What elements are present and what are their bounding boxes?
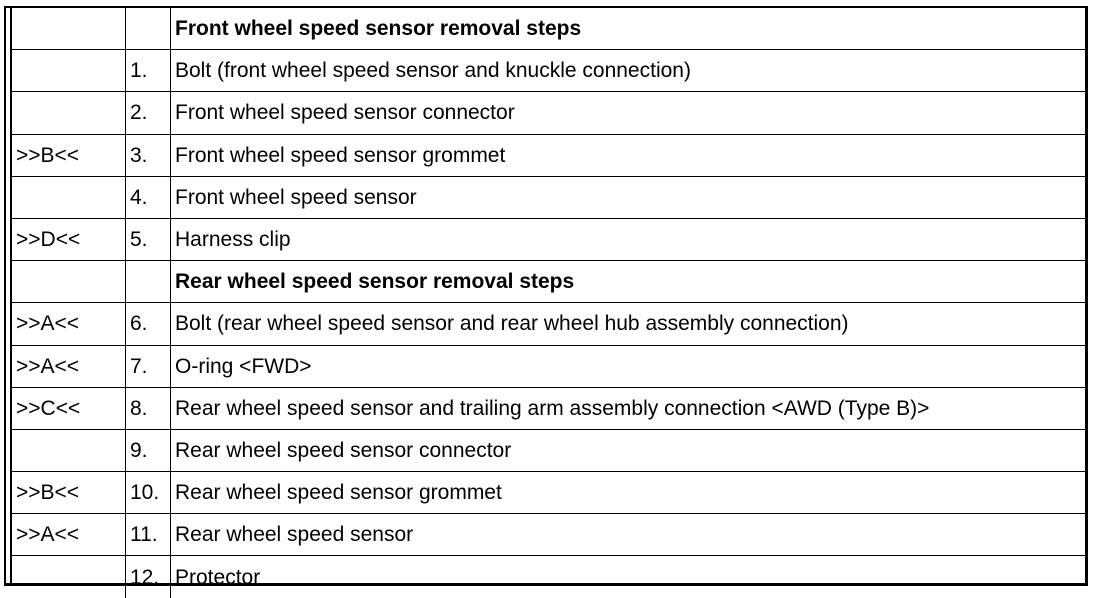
reference-mark-cell [12, 8, 126, 51]
step-number-cell: 5. [125, 217, 171, 262]
table-margin-rule [10, 8, 12, 583]
step-number-cell: 11. [125, 513, 171, 557]
reference-mark-cell [12, 175, 126, 219]
step-description-cell: Protector [170, 555, 1085, 598]
step-number-cell: 6. [125, 302, 171, 346]
step-number-cell: 9. [125, 428, 171, 473]
section-heading: Rear wheel speed sensor removal steps [170, 260, 1085, 304]
table-row: 9.Rear wheel speed sensor connector [12, 428, 1085, 473]
step-description-cell: O-ring <FWD> [170, 344, 1085, 388]
reference-mark-cell: >>A<< [12, 302, 126, 346]
step-number-cell [125, 260, 171, 304]
step-description-cell: Harness clip [170, 217, 1085, 262]
table-row: >>A<<6.Bolt (rear wheel speed sensor and… [12, 302, 1085, 346]
step-number-cell [125, 8, 171, 51]
step-number-cell: 4. [125, 175, 171, 219]
reference-mark-cell [12, 260, 126, 304]
table-row: >>B<<10.Rear wheel speed sensor grommet [12, 471, 1085, 515]
reference-mark-cell: >>A<< [12, 513, 126, 557]
step-number-cell: 8. [125, 386, 171, 430]
step-description-cell: Front wheel speed sensor connector [170, 91, 1085, 135]
table-row: >>C<<8.Rear wheel speed sensor and trail… [12, 386, 1085, 430]
step-number-cell: 12. [125, 555, 171, 598]
step-description-cell: Rear wheel speed sensor [170, 513, 1085, 557]
table-row: >>A<<7.O-ring <FWD> [12, 344, 1085, 388]
step-description-cell: Rear wheel speed sensor grommet [170, 471, 1085, 515]
step-description-cell: Front wheel speed sensor grommet [170, 133, 1085, 177]
section-heading-row: Front wheel speed sensor removal steps [12, 8, 1085, 51]
reference-mark-cell: >>B<< [12, 471, 126, 515]
reference-mark-cell [12, 428, 126, 473]
reference-mark-cell: >>B<< [12, 133, 126, 177]
section-heading-row: Rear wheel speed sensor removal steps [12, 260, 1085, 304]
table-row: >>D<<5.Harness clip [12, 217, 1085, 262]
reference-mark-cell: >>A<< [12, 344, 126, 388]
table-row: 4.Front wheel speed sensor [12, 175, 1085, 219]
step-description-cell: Rear wheel speed sensor connector [170, 428, 1085, 473]
step-number-cell: 7. [125, 344, 171, 388]
step-number-cell: 1. [125, 49, 171, 93]
table-row: 2.Front wheel speed sensor connector [12, 91, 1085, 135]
step-number-cell: 3. [125, 133, 171, 177]
step-description-cell: Bolt (front wheel speed sensor and knuck… [170, 49, 1085, 93]
reference-mark-cell: >>C<< [12, 386, 126, 430]
step-description-cell: Rear wheel speed sensor and trailing arm… [170, 386, 1085, 430]
section-heading: Front wheel speed sensor removal steps [170, 8, 1085, 51]
reference-mark-cell [12, 555, 126, 598]
step-description-cell: Front wheel speed sensor [170, 175, 1085, 219]
step-description-cell: Bolt (rear wheel speed sensor and rear w… [170, 302, 1085, 346]
step-number-cell: 10. [125, 471, 171, 515]
reference-mark-cell: >>D<< [12, 217, 126, 262]
table-row: >>A<<11.Rear wheel speed sensor [12, 513, 1085, 557]
reference-mark-cell [12, 49, 126, 93]
reference-mark-cell [12, 91, 126, 135]
step-number-cell: 2. [125, 91, 171, 135]
table-row: >>B<<3.Front wheel speed sensor grommet [12, 133, 1085, 177]
table-row: 12.Protector [12, 555, 1085, 598]
table-row: 1.Bolt (front wheel speed sensor and knu… [12, 49, 1085, 93]
